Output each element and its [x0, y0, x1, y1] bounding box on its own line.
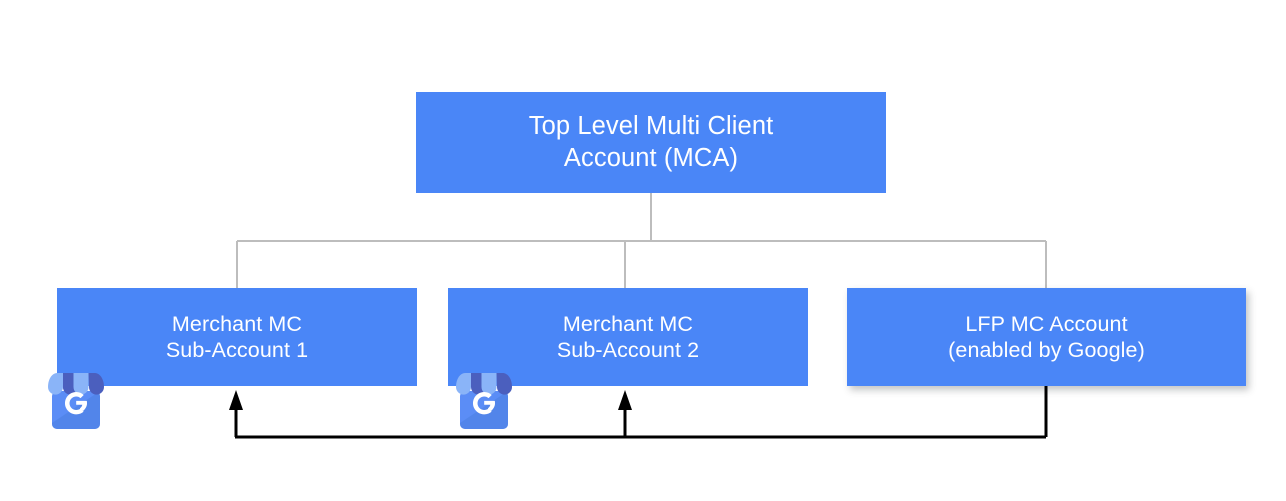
- google-business-profile-storefront-icon: [48, 373, 104, 429]
- node-lfp-mc-account: LFP MC Account (enabled by Google): [847, 288, 1246, 386]
- node-lfp-mc-account-label: LFP MC Account (enabled by Google): [948, 311, 1145, 362]
- feedback-arrowhead-sub1: [229, 390, 243, 410]
- node-merchant-mc-sub-account-2: Merchant MC Sub-Account 2: [448, 288, 808, 386]
- node-top-level-mca-label: Top Level Multi Client Account (MCA): [528, 112, 774, 172]
- feedback-arrowhead-sub2: [618, 390, 632, 410]
- google-business-profile-storefront-icon: [456, 373, 512, 429]
- node-merchant-mc-sub-account-2-label: Merchant MC Sub-Account 2: [556, 311, 700, 362]
- node-top-level-mca: Top Level Multi Client Account (MCA): [416, 92, 886, 193]
- node-merchant-mc-sub-account-1: Merchant MC Sub-Account 1: [57, 288, 417, 386]
- google-g-glyph: [64, 392, 88, 415]
- google-g-glyph: [472, 392, 496, 415]
- node-merchant-mc-sub-account-1-label: Merchant MC Sub-Account 1: [165, 311, 309, 362]
